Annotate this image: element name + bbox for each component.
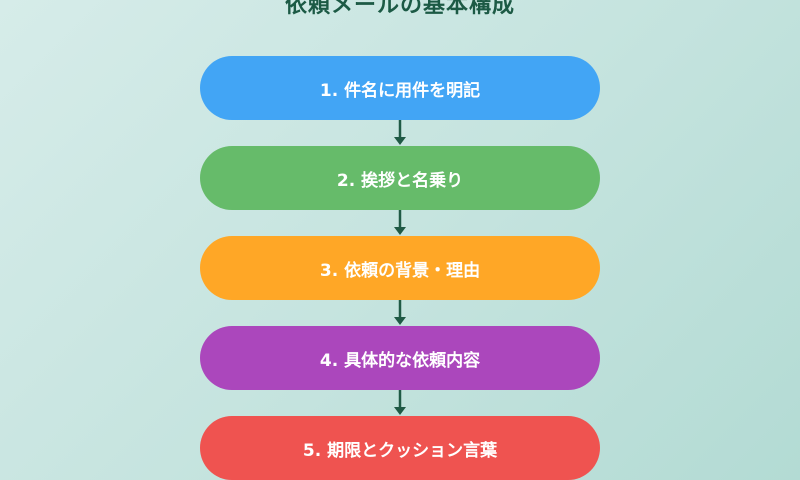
connector-arrow-4 — [394, 390, 406, 415]
step-2-label: 2. 挨拶と名乗り — [336, 170, 464, 191]
step-1-label: 1. 件名に用件を明記 — [319, 80, 481, 101]
step-3-label: 3. 依頼の背景・理由 — [319, 260, 481, 281]
connector-arrow-2 — [394, 210, 406, 235]
step-2-box: 2. 挨拶と名乗り — [200, 146, 600, 210]
diagram-title: 依頼メールの基本構成 — [284, 0, 515, 18]
step-1-box: 1. 件名に用件を明記 — [200, 56, 600, 120]
step-5-box: 5. 期限とクッション言葉 — [200, 416, 600, 480]
connector-arrow-3 — [394, 300, 406, 325]
step-5-label: 5. 期限とクッション言葉 — [302, 440, 498, 461]
step-4-label: 4. 具体的な依頼内容 — [319, 350, 481, 371]
step-3-box: 3. 依頼の背景・理由 — [200, 236, 600, 300]
connector-arrow-1 — [394, 120, 406, 145]
step-4-box: 4. 具体的な依頼内容 — [200, 326, 600, 390]
